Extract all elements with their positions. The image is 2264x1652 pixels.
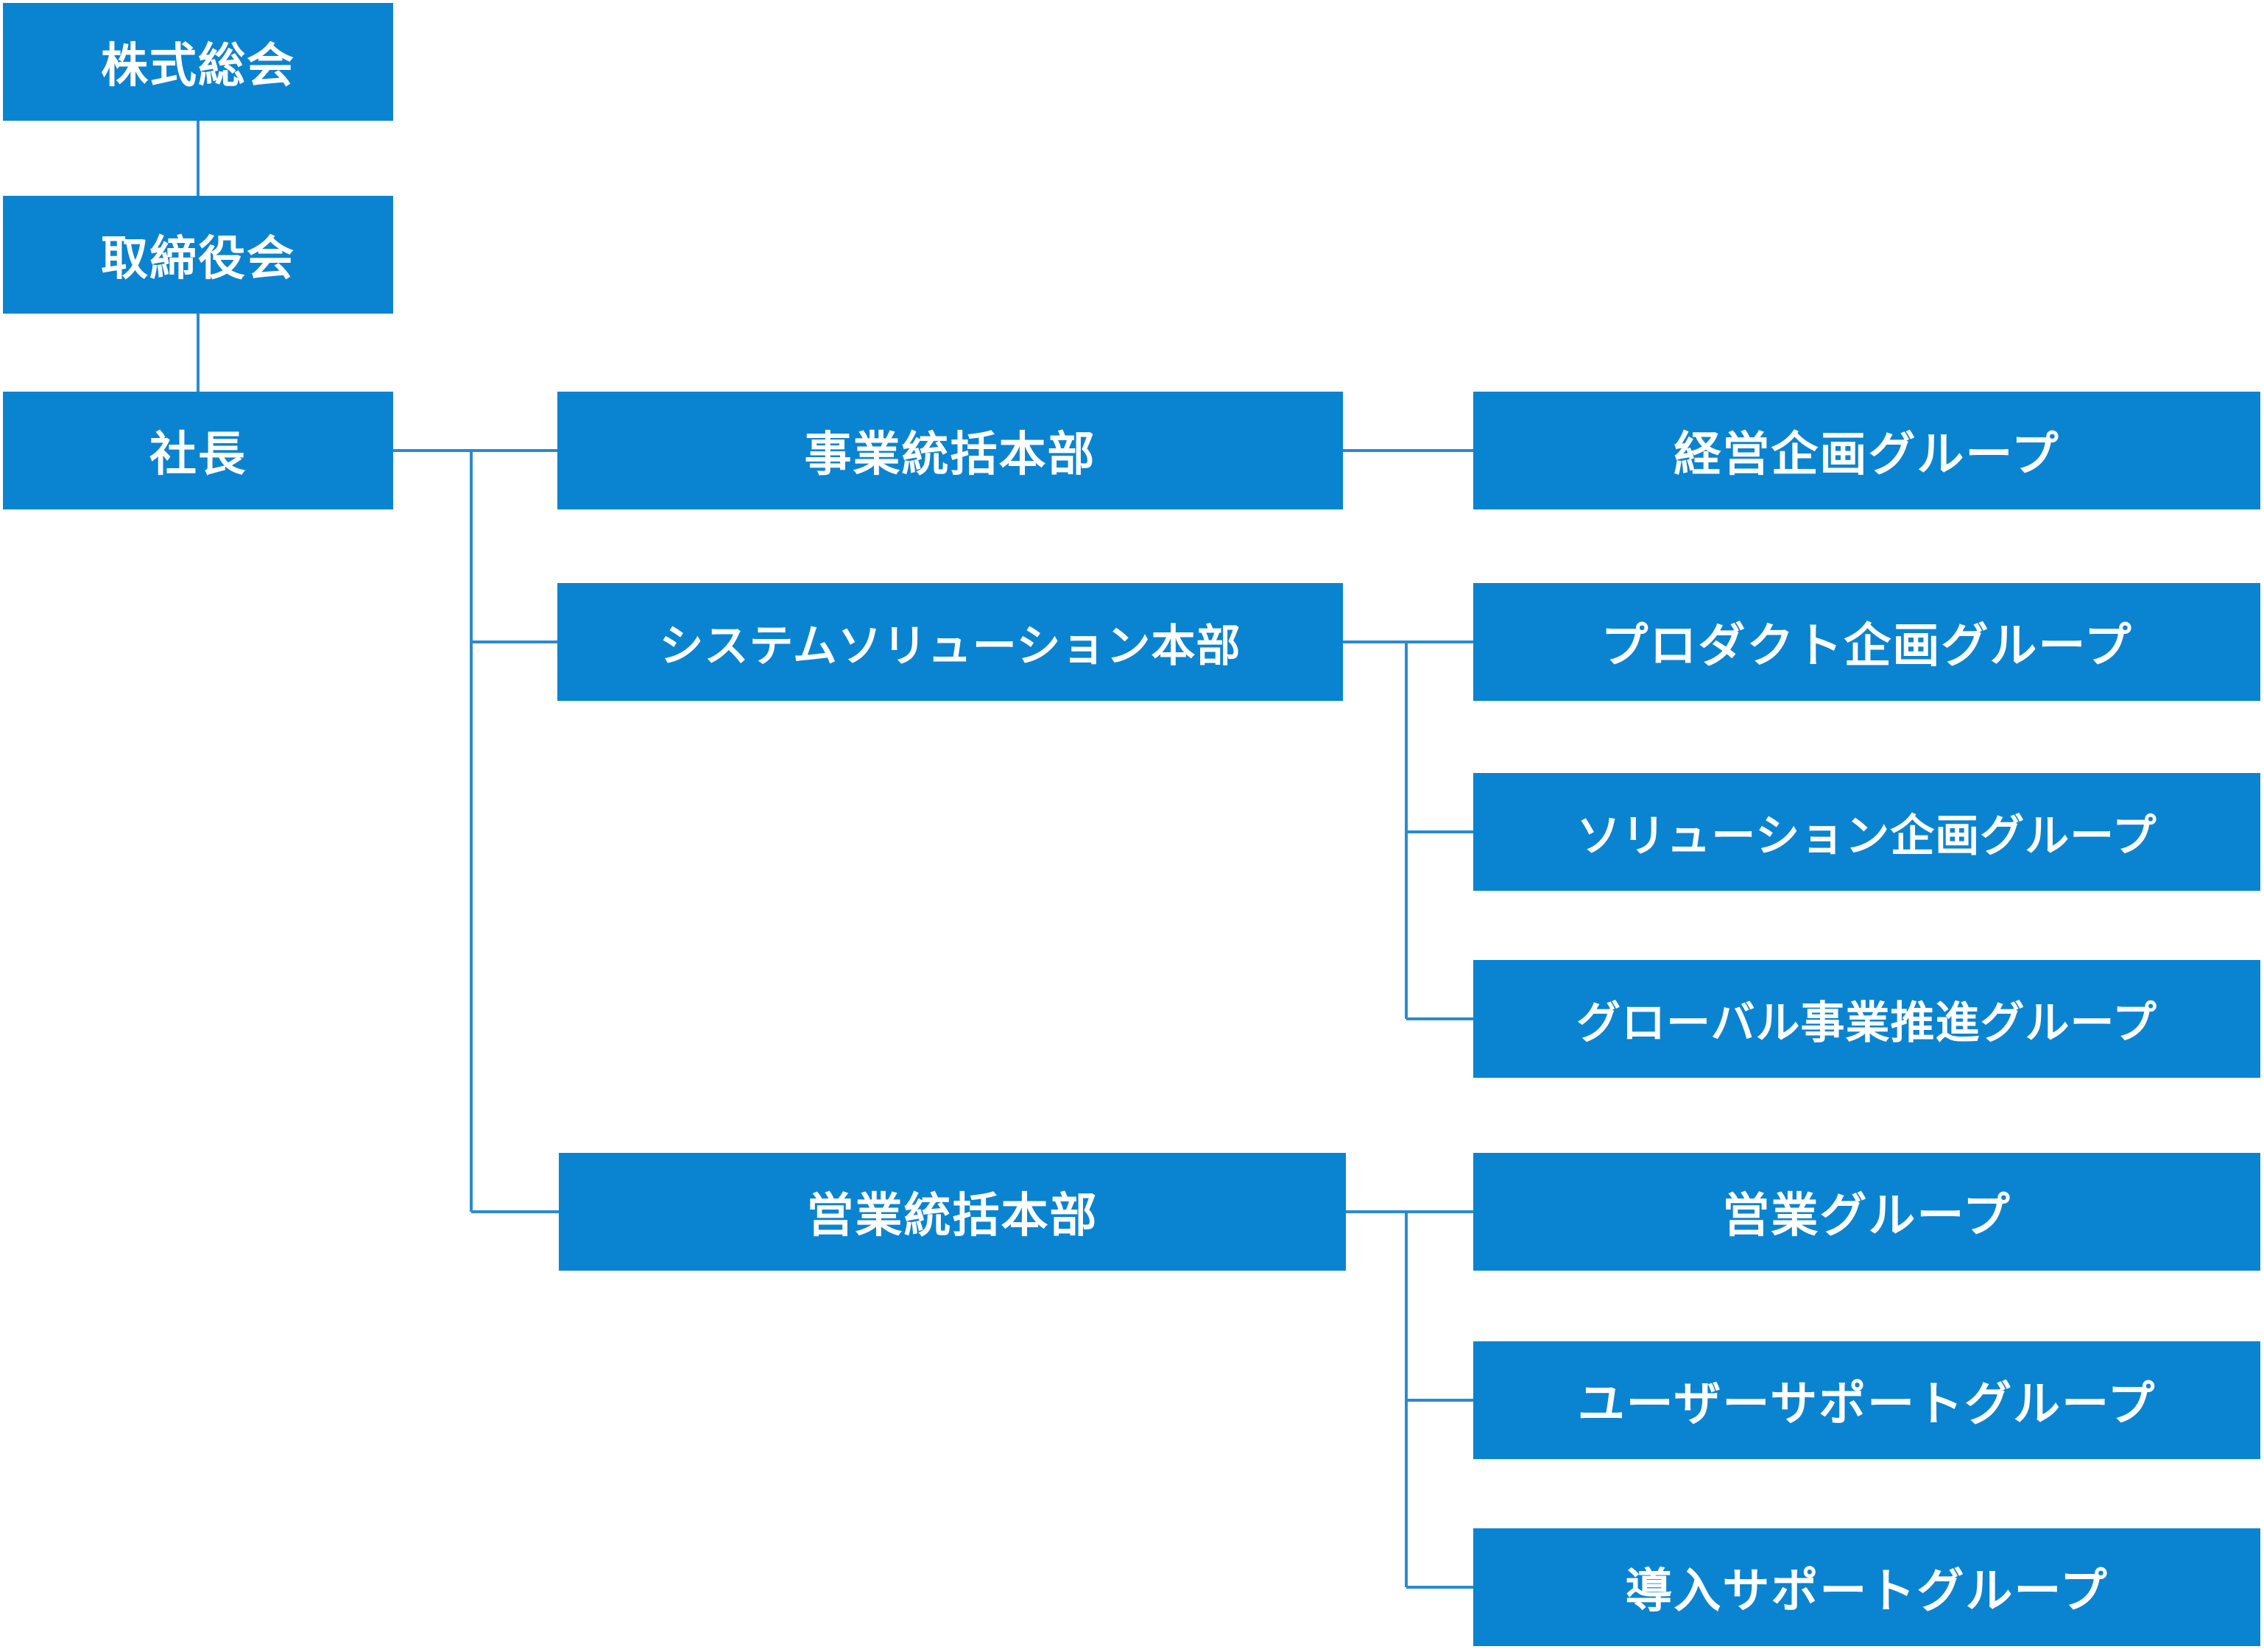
node-label: ソリューション企画グループ — [1576, 810, 2157, 862]
node-president: 社長 — [3, 392, 393, 509]
node-label: グローバル事業推進グループ — [1576, 997, 2157, 1049]
node-business-division: 事業統括本部 — [557, 392, 1343, 509]
node-management-planning-group: 経営企画グループ — [1473, 392, 2260, 509]
node-label: 取締役会 — [101, 232, 295, 286]
node-implementation-support-group: 導入サポートグループ — [1473, 1528, 2260, 1646]
node-label: 営業統括本部 — [806, 1189, 1099, 1243]
node-shareholders-meeting: 株式総会 — [3, 3, 393, 121]
node-global-business-group: グローバル事業推進グループ — [1473, 960, 2260, 1078]
node-label: ユーザーサポートグループ — [1577, 1377, 2157, 1432]
node-label: 経営企画グループ — [1674, 428, 2060, 482]
node-label: プロダクト企画グループ — [1601, 619, 2133, 674]
node-label: 営業グループ — [1722, 1189, 2011, 1243]
node-label: 社長 — [149, 428, 247, 482]
node-solution-planning-group: ソリューション企画グループ — [1473, 773, 2260, 891]
node-label: 導入サポートグループ — [1625, 1564, 2109, 1619]
node-label: システムソリューション本部 — [659, 620, 1241, 672]
node-sales-group: 営業グループ — [1473, 1153, 2260, 1271]
node-user-support-group: ユーザーサポートグループ — [1473, 1341, 2260, 1459]
node-product-planning-group: プロダクト企画グループ — [1473, 583, 2260, 701]
node-system-solution-division: システムソリューション本部 — [557, 583, 1343, 701]
node-label: 株式総会 — [101, 39, 295, 93]
node-label: 事業統括本部 — [804, 428, 1096, 482]
node-board-of-directors: 取締役会 — [3, 196, 393, 314]
node-sales-division: 営業統括本部 — [559, 1153, 1346, 1271]
